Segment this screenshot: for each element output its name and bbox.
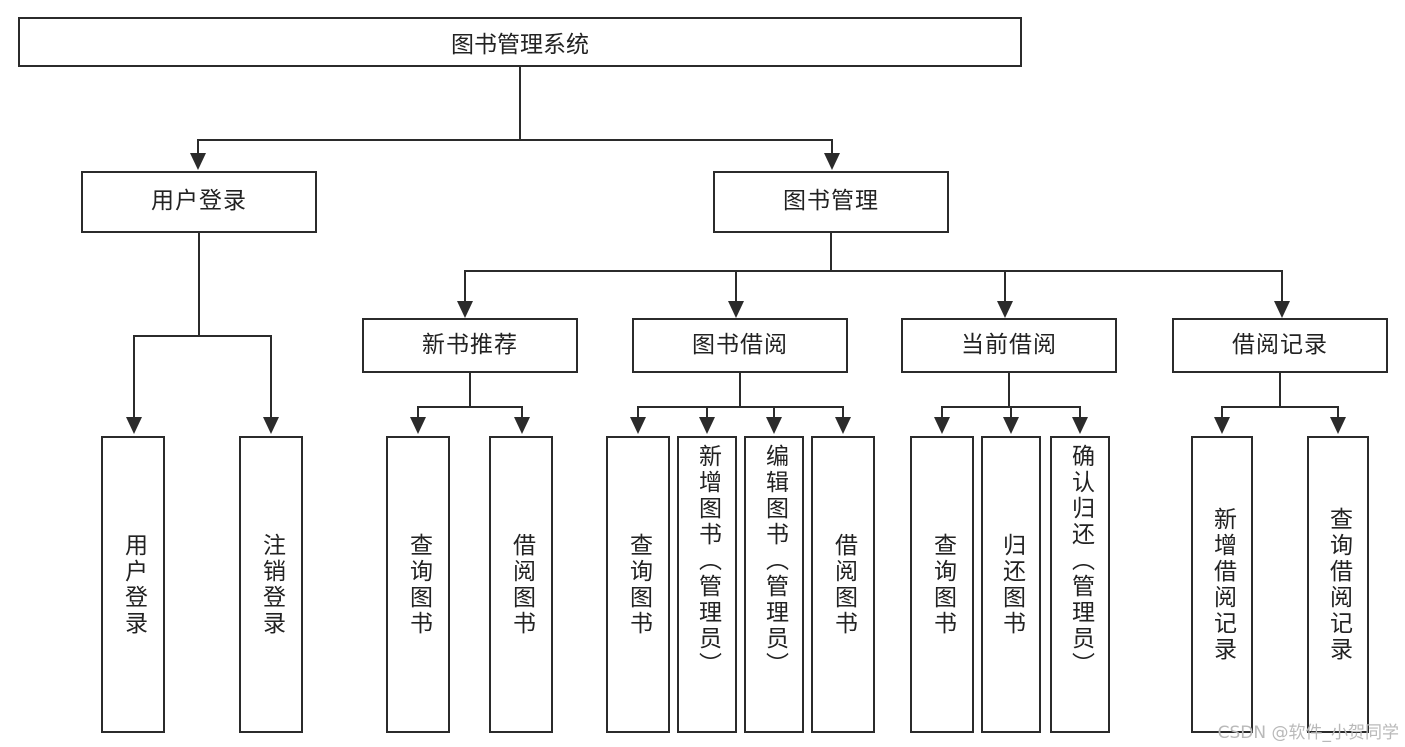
node-leaf-logout[interactable]: 注销登录 (239, 436, 303, 733)
node-label: 借阅记录 (1232, 331, 1328, 358)
connector-borrow-record-stem (1279, 373, 1281, 407)
connector-user-login-bar (133, 335, 271, 337)
node-label: 图书借阅 (692, 331, 788, 358)
connector-user-login-stem (198, 233, 200, 335)
node-leaf-add-borrow-record[interactable]: 新增借阅记录 (1191, 436, 1253, 733)
node-label: 新增图书（管理员） (694, 444, 721, 678)
connector-book-borrow-drop-4 (842, 406, 844, 418)
connector-current-borrow-drop-3 (1079, 406, 1081, 418)
arrow-borrow-record-leaf-1 (1214, 417, 1230, 434)
arrow-new-book-leaf-1 (410, 417, 426, 434)
arrow-book-borrow-leaf-3 (766, 417, 782, 434)
node-label: 当前借阅 (961, 331, 1057, 358)
arrow-current-borrow-leaf-2 (1003, 417, 1019, 434)
connector-new-book-bar (417, 406, 522, 408)
arrow-borrow-record-leaf-2 (1330, 417, 1346, 434)
node-book-borrow[interactable]: 图书借阅 (632, 318, 848, 373)
connector-book-manage-drop-2 (735, 270, 737, 302)
arrow-book-manage-to-book-borrow (728, 301, 744, 318)
connector-book-borrow-stem (739, 373, 741, 407)
node-leaf-confirm-return[interactable]: 确认归还（管理员） (1050, 436, 1110, 733)
node-label: 确认归还（管理员） (1067, 444, 1094, 678)
arrow-book-borrow-leaf-2 (699, 417, 715, 434)
node-leaf-edit-book[interactable]: 编辑图书（管理员） (744, 436, 804, 733)
node-leaf-borrow-book-new[interactable]: 借阅图书 (489, 436, 553, 733)
connector-book-borrow-bar (637, 406, 843, 408)
arrow-current-borrow-leaf-1 (934, 417, 950, 434)
node-label: 借阅图书 (830, 532, 857, 637)
node-label: 图书管理系统 (451, 32, 589, 58)
connector-book-borrow-drop-3 (773, 406, 775, 418)
arrow-root-to-user-login (190, 153, 206, 170)
node-borrow-record[interactable]: 借阅记录 (1172, 318, 1388, 373)
node-label: 查询图书 (405, 532, 432, 637)
connector-current-borrow-drop-2 (1010, 406, 1012, 418)
arrow-book-manage-to-borrow-record (1274, 301, 1290, 318)
connector-book-manage-stem (830, 233, 832, 270)
arrow-user-login-leaf-1 (126, 417, 142, 434)
node-current-borrow[interactable]: 当前借阅 (901, 318, 1117, 373)
node-label: 查询借阅记录 (1325, 506, 1352, 663)
connector-root-bar (197, 139, 833, 141)
connector-root-to-user-login (197, 139, 199, 155)
connector-book-manage-drop-3 (1004, 270, 1006, 302)
arrow-book-borrow-leaf-4 (835, 417, 851, 434)
node-label: 注销登录 (258, 532, 285, 637)
node-label: 用户登录 (120, 532, 147, 637)
connector-root-stem (519, 67, 521, 139)
node-label: 查询图书 (625, 532, 652, 637)
node-new-book-recommend[interactable]: 新书推荐 (362, 318, 578, 373)
connector-borrow-record-drop-2 (1337, 406, 1339, 418)
arrow-book-manage-to-new-book (457, 301, 473, 318)
node-leaf-query-book-current[interactable]: 查询图书 (910, 436, 974, 733)
csdn-watermark: CSDN @软件_小贺同学 (1217, 723, 1399, 743)
node-book-manage[interactable]: 图书管理 (713, 171, 949, 233)
connector-current-borrow-drop-1 (941, 406, 943, 418)
node-label: 编辑图书（管理员） (761, 444, 788, 678)
connector-borrow-record-drop-1 (1221, 406, 1223, 418)
connector-book-manage-drop-1 (464, 270, 466, 302)
connector-new-book-drop-2 (521, 406, 523, 418)
connector-borrow-record-bar (1221, 406, 1338, 408)
arrow-user-login-leaf-2 (263, 417, 279, 434)
node-label: 借阅图书 (508, 532, 535, 637)
node-label: 用户登录 (151, 188, 247, 215)
node-label: 图书管理 (783, 188, 879, 215)
node-leaf-add-book[interactable]: 新增图书（管理员） (677, 436, 737, 733)
connector-new-book-stem (469, 373, 471, 407)
connector-user-login-drop-2 (270, 335, 272, 418)
node-label: 新书推荐 (422, 331, 518, 358)
node-root-book-management-system[interactable]: 图书管理系统 (18, 17, 1022, 67)
arrow-current-borrow-leaf-3 (1072, 417, 1088, 434)
node-leaf-query-book-borrow[interactable]: 查询图书 (606, 436, 670, 733)
arrow-book-borrow-leaf-1 (630, 417, 646, 434)
node-leaf-query-book-new[interactable]: 查询图书 (386, 436, 450, 733)
node-leaf-user-login[interactable]: 用户登录 (101, 436, 165, 733)
node-label: 新增借阅记录 (1209, 506, 1236, 663)
arrow-new-book-leaf-2 (514, 417, 530, 434)
arrow-book-manage-to-current-borrow (997, 301, 1013, 318)
connector-book-manage-bar (464, 270, 1281, 272)
connector-current-borrow-stem (1008, 373, 1010, 407)
connector-user-login-drop-1 (133, 335, 135, 418)
arrow-root-to-book-manage (824, 153, 840, 170)
connector-book-borrow-drop-1 (637, 406, 639, 418)
node-leaf-borrow-book-borrow[interactable]: 借阅图书 (811, 436, 875, 733)
node-user-login[interactable]: 用户登录 (81, 171, 317, 233)
node-label: 查询图书 (929, 532, 956, 637)
connector-new-book-drop-1 (417, 406, 419, 418)
node-label: 归还图书 (998, 532, 1025, 637)
connector-book-borrow-drop-2 (706, 406, 708, 418)
node-leaf-return-book[interactable]: 归还图书 (981, 436, 1041, 733)
connector-root-to-book-manage (831, 139, 833, 155)
connector-book-manage-drop-4 (1281, 270, 1283, 302)
node-leaf-query-borrow-record[interactable]: 查询借阅记录 (1307, 436, 1369, 733)
